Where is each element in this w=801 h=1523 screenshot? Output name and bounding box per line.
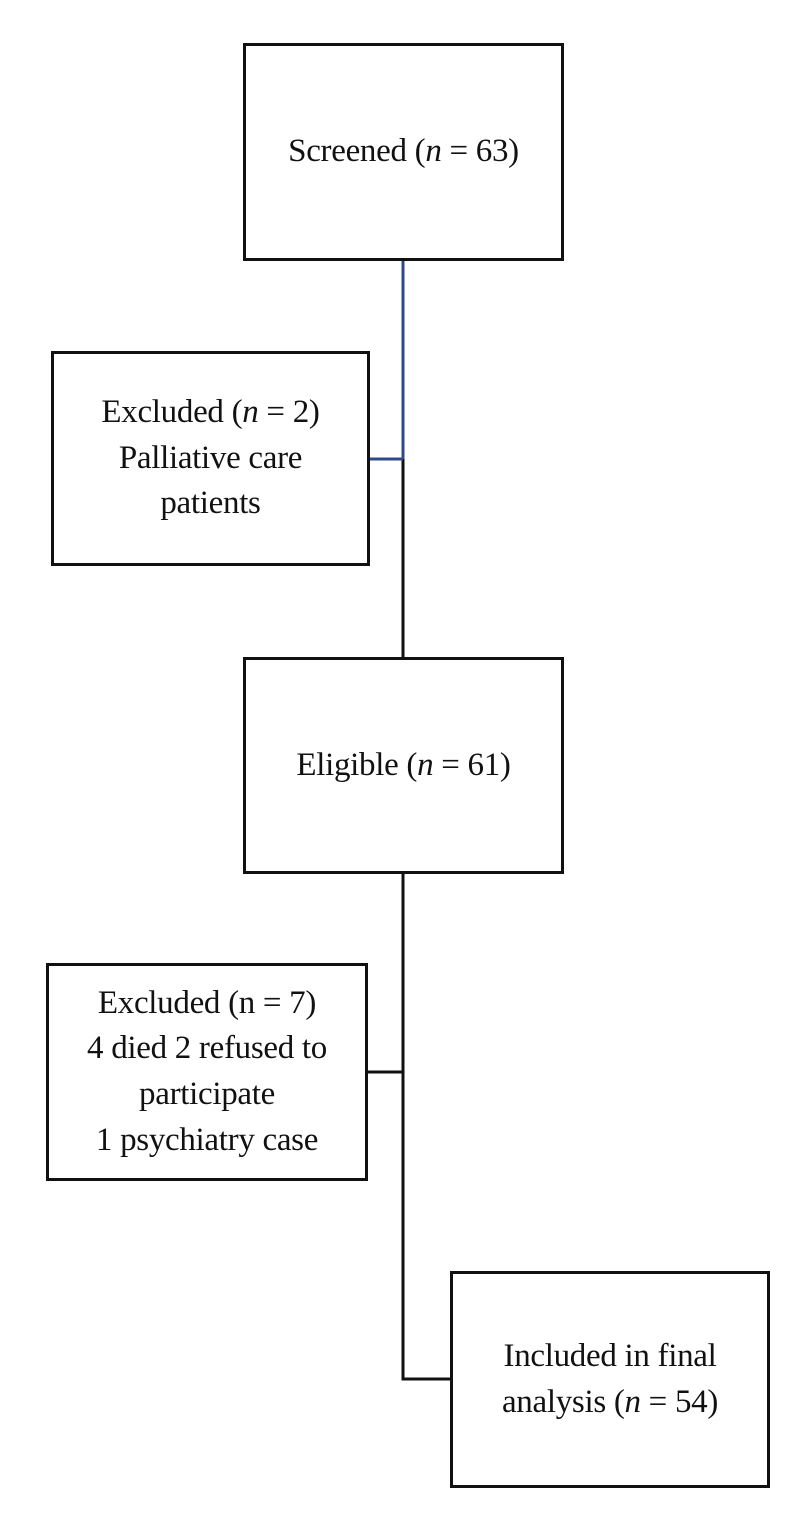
included-n-value: = 54) — [640, 1383, 719, 1420]
excluded-2-heading: Excluded (n = 7) — [97, 984, 317, 1021]
screened-text: Screened (n = 63) — [288, 129, 519, 175]
included-line-1: Included in final — [503, 1337, 717, 1374]
screened-n-value: = 63) — [441, 133, 519, 170]
screened-n-prefix: ( — [414, 133, 426, 170]
eligible-n-value: = 61) — [433, 746, 511, 783]
excluded-2-reason-line: 4 died 2 refused to — [87, 1030, 327, 1067]
excluded-palliative-box: Excluded (n = 2) Palliative care patient… — [51, 351, 370, 566]
screened-box: Screened (n = 63) — [243, 43, 564, 261]
included-line-2: analysis (n = 54) — [502, 1380, 718, 1426]
included-label: analysis — [501, 1383, 606, 1420]
excluded-2-reason-line: 1 psychiatry case — [95, 1121, 319, 1158]
excluded-1-label: Excluded — [101, 394, 224, 431]
eligible-label: Eligible — [296, 746, 399, 783]
excluded-1-reason-line: patients — [160, 485, 261, 522]
screened-label: Screened — [288, 133, 407, 170]
screened-n-symbol: n — [425, 133, 442, 170]
excluded-died-refused-box: Excluded (n = 7) 4 died 2 refused to par… — [46, 963, 368, 1181]
eligible-n-prefix: ( — [406, 746, 418, 783]
eligible-box: Eligible (n = 61) — [243, 657, 564, 874]
excluded-1-n-value: = 2) — [258, 394, 320, 431]
eligible-n-symbol: n — [417, 746, 434, 783]
included-n-symbol: n — [624, 1383, 642, 1420]
included-final-analysis-box: Included in final analysis (n = 54) — [450, 1271, 770, 1488]
excluded-1-reason-line: Palliative care — [118, 439, 303, 476]
excluded-1-n-symbol: n — [242, 394, 259, 431]
excluded-2-reason-line: participate — [139, 1076, 275, 1112]
excluded-1-n-prefix: ( — [231, 394, 243, 431]
excluded-1-heading: Excluded (n = 2) — [101, 390, 320, 436]
included-n-prefix: ( — [613, 1383, 625, 1420]
eligible-text: Eligible (n = 61) — [296, 743, 511, 789]
